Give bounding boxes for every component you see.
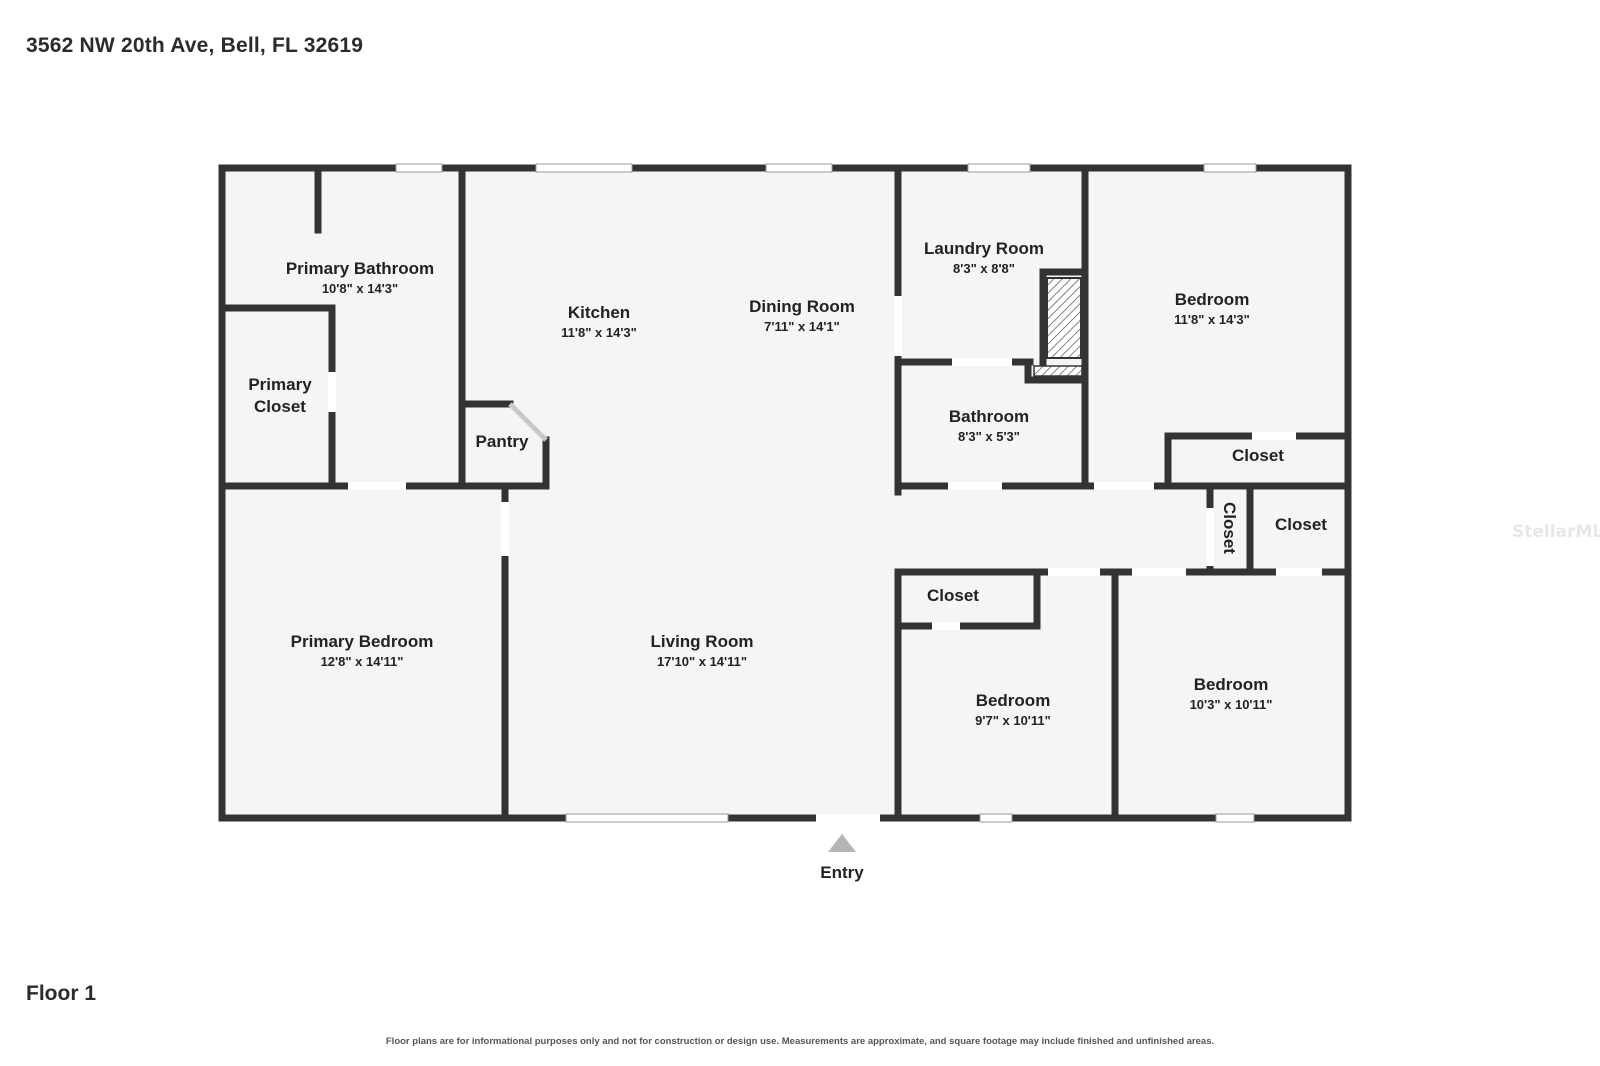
closet-hall-east-name: Closet xyxy=(1275,515,1327,534)
floor-area xyxy=(222,168,1348,818)
bathroom-dims: 8'3" x 5'3" xyxy=(958,429,1020,444)
dining-room-name: Dining Room xyxy=(749,297,855,316)
closet-hall-vertical-name: Closet xyxy=(1220,502,1239,554)
kitchen-name: Kitchen xyxy=(568,303,630,322)
primary-bedroom-dims: 12'8" x 14'11" xyxy=(321,654,404,669)
closet-bedroom-sw-name: Closet xyxy=(927,586,979,605)
pantry-name: Pantry xyxy=(476,432,529,451)
bedroom-ne-dims: 11'8" x 14'3" xyxy=(1174,312,1250,327)
watermark: StellarMLS xyxy=(1512,522,1600,542)
bedroom-se-name: Bedroom xyxy=(1194,675,1269,694)
entry-arrow-icon xyxy=(828,834,856,852)
bedroom-s-dims: 9'7" x 10'11" xyxy=(975,713,1051,728)
utility-chase xyxy=(1046,277,1082,359)
bedroom-s-name: Bedroom xyxy=(976,691,1051,710)
primary-bathroom-dims: 10'8" x 14'3" xyxy=(322,281,398,296)
bedroom-ne-name: Bedroom xyxy=(1175,290,1250,309)
dining-room-dims: 7'11" x 14'1" xyxy=(764,319,840,334)
door-openings xyxy=(328,296,1322,822)
entry-label: Entry xyxy=(820,863,864,882)
bathroom-name: Bathroom xyxy=(949,407,1029,426)
windows xyxy=(395,163,1257,823)
utility-chase-lower xyxy=(1033,365,1083,377)
floor-label: Floor 1 xyxy=(26,982,97,1005)
living-room-dims: 17'10" x 14'11" xyxy=(657,654,747,669)
property-address: 3562 NW 20th Ave, Bell, FL 32619 xyxy=(26,34,364,57)
pantry-angled-wall xyxy=(508,402,548,442)
disclaimer: Floor plans are for informational purpos… xyxy=(385,1036,1215,1047)
primary-bathroom-name: Primary Bathroom xyxy=(286,259,434,278)
primary-bedroom-name: Primary Bedroom xyxy=(291,632,434,651)
laundry-room-name: Laundry Room xyxy=(924,239,1044,258)
primary-closet-name-line2: Closet xyxy=(254,397,306,416)
living-room-name: Living Room xyxy=(651,632,754,651)
primary-closet-name-line1: Primary xyxy=(248,375,312,394)
closet-ne-name: Closet xyxy=(1232,446,1284,465)
bedroom-se-dims: 10'3" x 10'11" xyxy=(1190,697,1273,712)
kitchen-dims: 11'8" x 14'3" xyxy=(561,325,637,340)
laundry-room-dims: 8'3" x 8'8" xyxy=(953,261,1015,276)
